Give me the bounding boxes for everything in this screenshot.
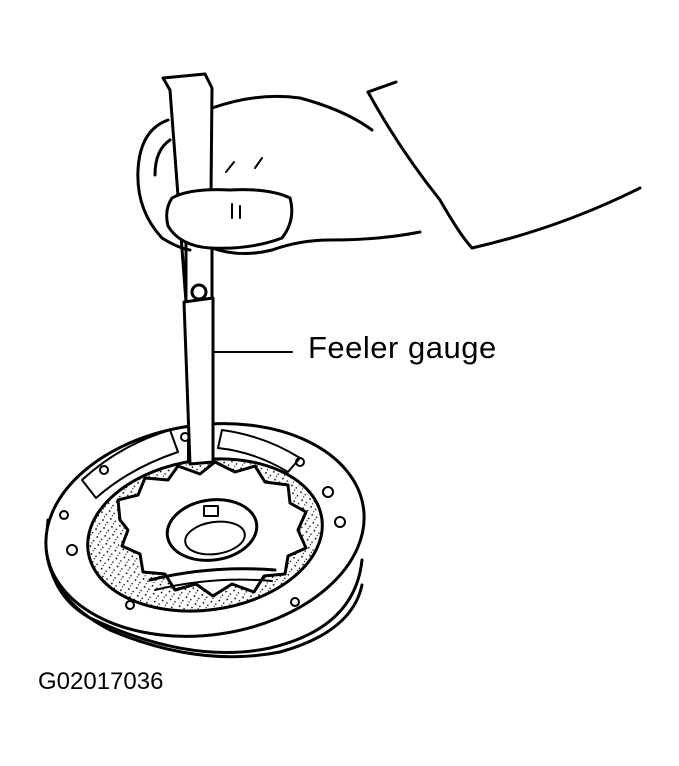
feeler-gauge-label: Feeler gauge (308, 330, 497, 365)
hand (136, 80, 642, 255)
feeler-gauge (161, 72, 215, 466)
figure-code: G02017036 (38, 668, 164, 695)
inner-gear (116, 460, 308, 598)
